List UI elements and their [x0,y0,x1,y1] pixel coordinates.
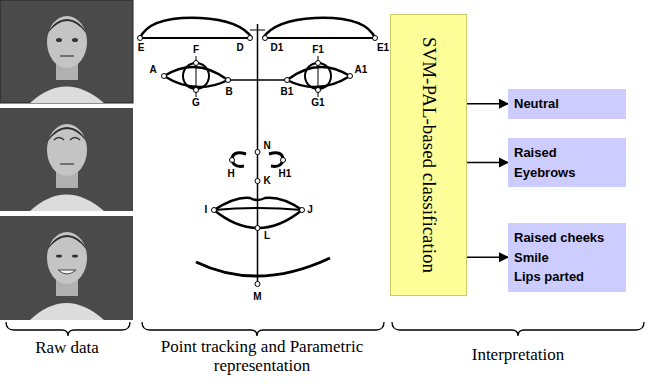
point-letter: D1 [270,43,285,53]
stage-label: Interpretation [418,346,618,365]
point-letter: A1 [354,65,369,75]
point-letter: J [306,205,314,215]
result-label: Raised Eyebrows [514,143,620,182]
result-box: Raised Eyebrows [508,138,626,187]
point-letter: A [148,65,157,75]
point-letter: G1 [310,98,325,108]
result-label: Smile [514,248,620,268]
point-letter: L [263,231,271,241]
point-letter: F1 [311,45,325,55]
point-letter: E1 [376,43,390,53]
arrow-connector [467,103,508,105]
result-label: Neutral [514,94,620,114]
result-box: Raised cheeksSmileLips parted [508,223,626,292]
point-letter: H1 [278,169,293,179]
raw-photo [0,108,133,211]
stage-label: Raw data [27,339,107,358]
point-letter: N [262,141,271,151]
point-letter: E [137,43,146,53]
point-letter: B [224,87,233,97]
face-schematic [140,18,375,284]
point-letter: M [252,292,262,302]
raw-photo [0,216,133,320]
result-label: Raised cheeks [514,228,620,248]
arrow-connector [467,257,508,259]
result-label: Lips parted [514,267,620,287]
point-letter: H [226,169,235,179]
point-letter: G [191,98,201,108]
point-letter: K [262,176,271,186]
point-letter: B1 [280,87,295,97]
arrow-connector [467,162,508,164]
feature-point [138,36,378,287]
classifier-box: SVM-PAL-based classification [390,14,467,296]
stage-label: Point tracking and Parametric representa… [160,338,365,375]
brace [6,322,644,336]
classifier-label: SVM-PAL-based classification [418,30,440,280]
point-letter: F [192,45,200,55]
point-letter: I [204,205,209,215]
result-box: Neutral [508,89,626,119]
point-letter: D [235,43,244,53]
raw-photo [0,0,133,103]
